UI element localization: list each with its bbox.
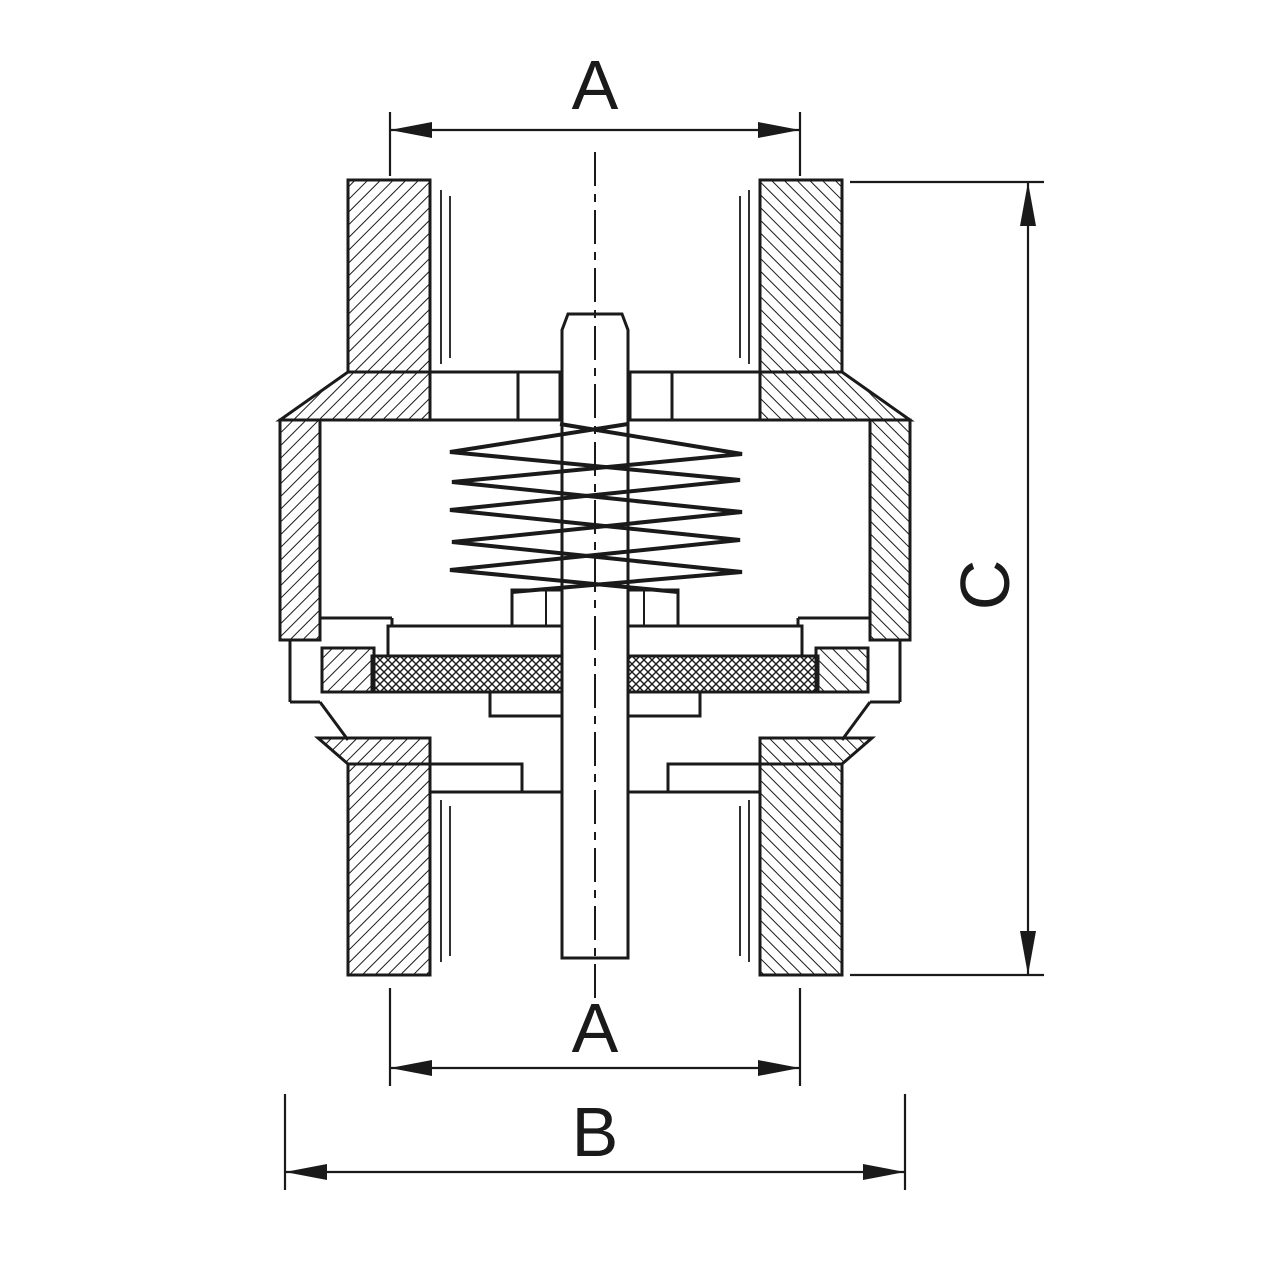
dimension-b: B <box>283 1093 907 1190</box>
arrow-left-icon <box>390 122 432 138</box>
arrow-right-icon <box>758 122 800 138</box>
arrow-left-icon <box>390 1060 432 1076</box>
spring <box>449 422 743 594</box>
arrow-up-icon <box>1020 182 1036 226</box>
dimension-a-top-label: A <box>572 46 619 124</box>
dimension-a-bottom: A <box>388 988 802 1086</box>
dimension-a-top: A <box>388 46 802 176</box>
dimension-a-bottom-label: A <box>572 989 619 1067</box>
arrow-left-icon <box>285 1164 327 1180</box>
arrow-right-icon <box>758 1060 800 1076</box>
arrow-down-icon <box>1020 931 1036 975</box>
dimension-b-label: B <box>572 1093 619 1171</box>
dimension-c-label: C <box>946 560 1024 611</box>
arrow-right-icon <box>863 1164 905 1180</box>
dimension-c: C <box>850 180 1044 977</box>
